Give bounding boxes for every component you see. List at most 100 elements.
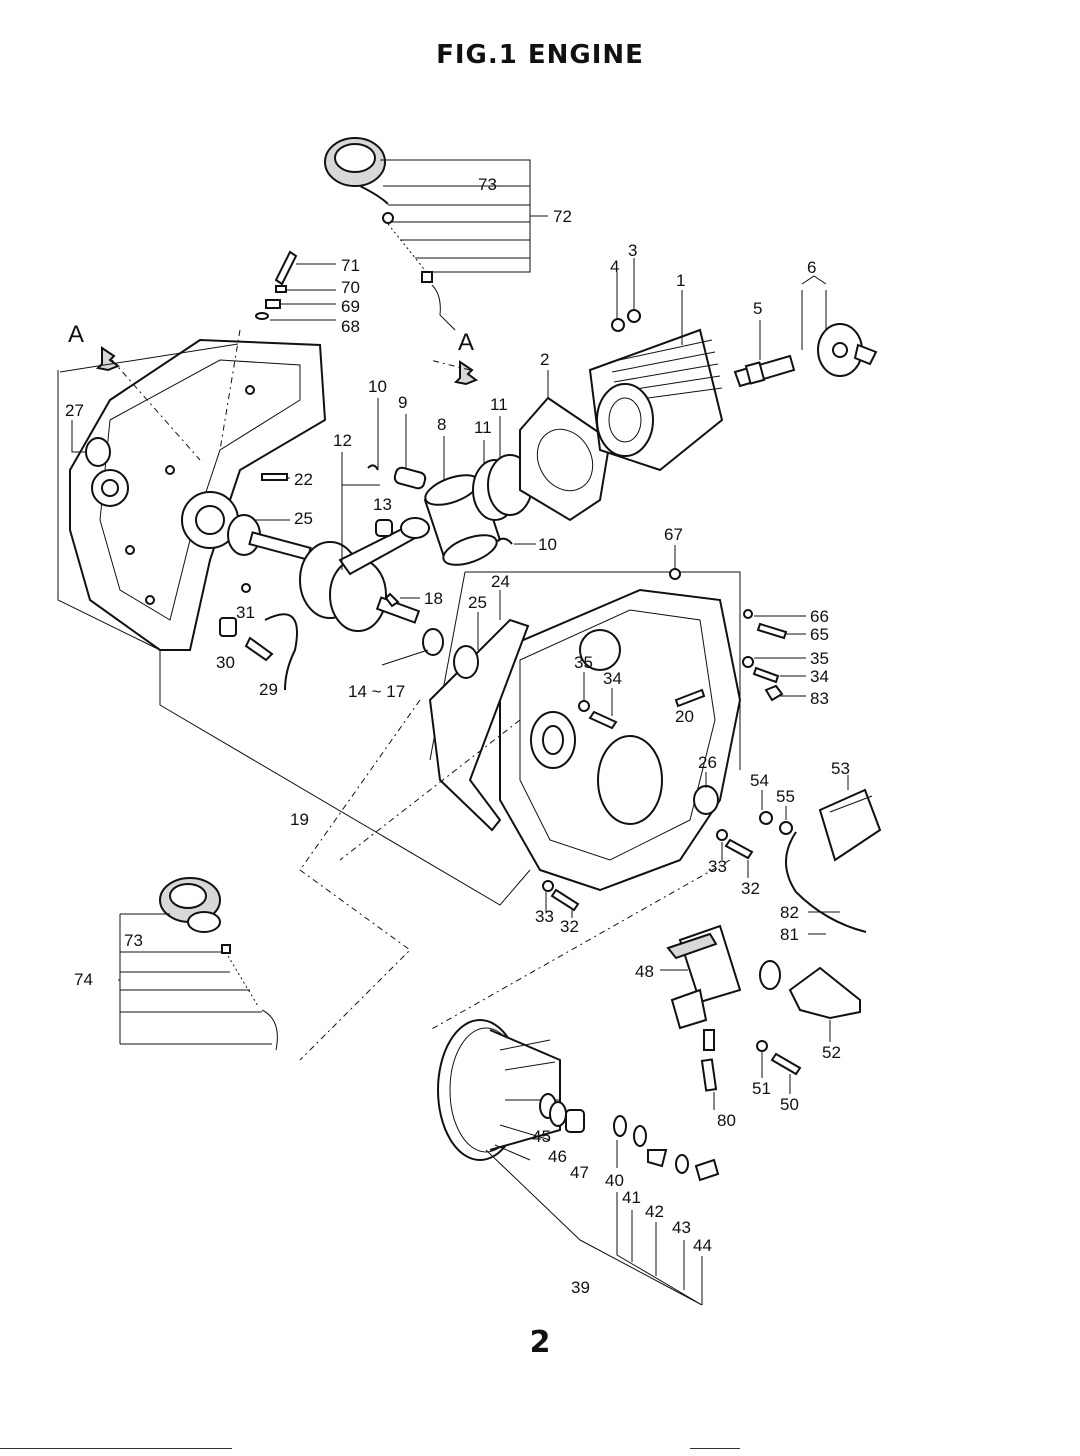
oil-pump-30 (219, 617, 237, 637)
pin-80 (700, 1058, 718, 1092)
callout-3: 3 (628, 241, 637, 260)
callout-19: 19 (290, 810, 309, 829)
nut-83 (764, 684, 784, 702)
callout-18: 18 (424, 589, 443, 608)
callout-33-bottom: 33 (535, 907, 554, 926)
callout-80: 80 (717, 1111, 736, 1130)
callout-42: 42 (645, 1202, 664, 1221)
callout-10-top: 10 (368, 377, 387, 396)
callout-43: 43 (672, 1218, 691, 1237)
crankcase-left (69, 338, 327, 651)
pin-65 (756, 622, 788, 640)
view-arrow-left-icon (95, 346, 121, 372)
callout-52: 52 (822, 1043, 841, 1062)
piston-8 (423, 474, 502, 566)
callout-26: 26 (698, 753, 717, 772)
callout-68: 68 (341, 317, 360, 336)
crankshaft (248, 517, 430, 632)
callout-47: 47 (570, 1163, 589, 1182)
washer-35-right (742, 656, 754, 668)
callout-34-right: 34 (810, 667, 829, 686)
spring-66 (743, 609, 753, 619)
bolt-34-center (588, 710, 618, 730)
tank-cap-bottom (159, 877, 278, 1051)
callout-70: 70 (341, 278, 360, 297)
washer-54 (759, 811, 773, 825)
bottom-rule-left (0, 1448, 232, 1449)
callout-11-outer: 11 (490, 395, 508, 414)
callout-35-center: 35 (574, 653, 593, 672)
washer-43 (675, 1154, 689, 1174)
callout-31: 31 (236, 603, 255, 622)
callout-72: 72 (553, 207, 572, 226)
callout-34-center: 34 (603, 669, 622, 688)
cable-82 (785, 831, 867, 933)
callout-5: 5 (753, 299, 762, 318)
callout-82: 82 (780, 903, 799, 922)
washer-55 (779, 821, 793, 835)
callout-69: 69 (341, 297, 360, 316)
oil-hose (264, 613, 298, 691)
callout-40: 40 (605, 1171, 624, 1190)
callout-4: 4 (610, 257, 619, 276)
callout-74: 74 (74, 970, 93, 989)
callout-32-bottom: 32 (560, 917, 579, 936)
needle-bearing-13 (375, 519, 393, 537)
spark-plug-5 (733, 354, 796, 388)
ignition-coil-48 (666, 924, 742, 1030)
bracket-52 (759, 960, 861, 1020)
bolt-71 (274, 250, 298, 286)
callout-1: 1 (676, 271, 685, 290)
circlip-10-top (367, 464, 379, 471)
sleeve-47 (565, 1109, 585, 1133)
callout-33-right: 33 (708, 857, 727, 876)
callout-53: 53 (831, 759, 850, 778)
callout-25-right: 25 (468, 593, 487, 612)
callout-35-right: 35 (810, 649, 829, 668)
callout-81: 81 (780, 925, 799, 944)
callout-39: 39 (571, 1278, 590, 1297)
bolt-32-right (724, 838, 754, 860)
pawl-42 (647, 1149, 668, 1168)
callout-30: 30 (216, 653, 235, 672)
callout-65: 65 (810, 625, 829, 644)
washer-46 (549, 1101, 567, 1127)
callout-13: 13 (373, 495, 392, 514)
figure-title: FIG.1 ENGINE (436, 40, 644, 70)
callout-32-right: 32 (741, 879, 760, 898)
crankcase-right (499, 588, 742, 892)
nut-4 (611, 318, 625, 332)
washer-3 (627, 309, 641, 323)
bolt-34-right (752, 666, 780, 684)
callout-14-17: 14 ~ 17 (348, 682, 405, 701)
washer-33-right (716, 829, 728, 841)
callout-45: 45 (532, 1127, 551, 1146)
callout-54: 54 (750, 771, 769, 790)
callout-73-bottom: 73 (124, 931, 143, 950)
view-marker-a-right: A (458, 329, 474, 356)
callout-55: 55 (776, 787, 795, 806)
key-18 (384, 592, 400, 608)
washer-40 (613, 1115, 627, 1137)
callout-8: 8 (437, 415, 446, 434)
callout-11-inner: 11 (474, 418, 492, 437)
washer-67 (669, 568, 681, 580)
callout-9: 9 (398, 393, 407, 412)
decompression-valve-6 (817, 323, 878, 377)
callout-10-bottom: 10 (538, 535, 557, 554)
washer-35-center (578, 700, 590, 712)
callout-83: 83 (810, 689, 829, 708)
callout-51: 51 (752, 1079, 771, 1098)
callout-41: 41 (622, 1188, 641, 1207)
callout-29: 29 (259, 680, 278, 699)
bolt-50 (770, 1052, 802, 1076)
bearing-25-right (453, 645, 479, 679)
callout-48: 48 (635, 962, 654, 981)
bolt-44 (694, 1158, 720, 1182)
callout-25-left: 25 (294, 509, 313, 528)
flywheel-39 (437, 1019, 561, 1161)
callout-44: 44 (693, 1236, 712, 1255)
bottom-rule-right (690, 1448, 740, 1449)
callout-20: 20 (675, 707, 694, 726)
